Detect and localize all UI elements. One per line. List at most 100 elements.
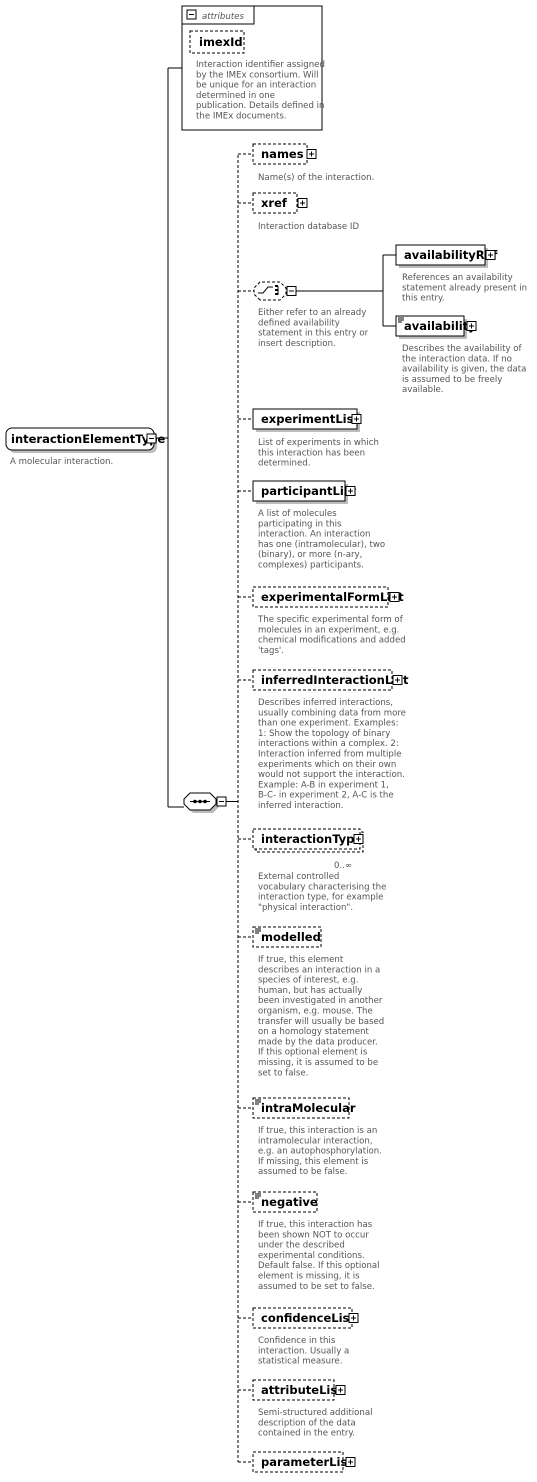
- element-description: molecules in an experiment, e.g.: [258, 625, 399, 635]
- element-description: Describes the availability of: [402, 344, 523, 354]
- element-attributeList-box[interactable]: attributeList: [252, 1379, 343, 1401]
- element-description: If this optional element is: [258, 1048, 368, 1058]
- element-availabilityRef-box[interactable]: availabilityRef: [395, 244, 498, 268]
- attribute-imexId-name: imexId: [199, 35, 243, 49]
- element-names-box[interactable]: names: [252, 143, 308, 165]
- element-experimentalFormList-box[interactable]: experimentalFormList: [252, 586, 404, 608]
- attribute-imexId-box[interactable]: [189, 30, 245, 54]
- element-description: availability is given, the data: [402, 365, 526, 375]
- attributes-group[interactable]: attributes: [181, 5, 323, 131]
- element-experimentList-expand-icon[interactable]: [351, 414, 362, 424]
- element-description: has one (intramolecular), two: [258, 540, 385, 550]
- element-description: If true, this element: [258, 955, 344, 965]
- element-description: transfer will usually be based: [258, 1017, 384, 1027]
- element-xref-expand-icon[interactable]: [297, 198, 308, 208]
- element-description: defined availability: [258, 318, 340, 328]
- element-description: been investigated in another: [258, 996, 383, 1006]
- sequence-collapse-icon[interactable]: [216, 796, 227, 807]
- element-name-label: confidenceList: [261, 1311, 355, 1325]
- element-description: this interaction has been: [258, 448, 365, 458]
- element-name-label: parameterList: [261, 1455, 353, 1469]
- element-availability-box[interactable]: availability: [395, 315, 476, 339]
- element-modelled-box[interactable]: modelled: [252, 926, 322, 948]
- element-xref-box[interactable]: xref: [252, 192, 298, 214]
- element-participantList-box[interactable]: participantList: [252, 480, 357, 504]
- element-intraMolecular-box[interactable]: intraMolecular: [252, 1097, 356, 1119]
- element-description: be unique for an interaction: [196, 81, 316, 91]
- element-name-label: participantList: [261, 484, 357, 498]
- element-description: 1: Show the topology of binary: [258, 729, 390, 739]
- sequence-compositor[interactable]: [183, 792, 219, 813]
- element-description: External controlled: [258, 872, 339, 882]
- element-description: e.g. an autophosphorylation.: [258, 1147, 382, 1157]
- cardinality-label: 0..∞: [334, 861, 352, 871]
- element-description: than one experiment. Examples:: [258, 719, 398, 729]
- element-modelled-simple-type-icon: [255, 928, 261, 934]
- attributes-title: attributes: [202, 12, 244, 22]
- element-description: If true, this interaction has: [258, 1220, 373, 1230]
- element-description: publication. Details defined in: [196, 101, 324, 111]
- element-name-label: experimentalFormList: [261, 590, 404, 604]
- root-description: A molecular interaction.: [10, 457, 113, 467]
- element-description: statement in this entry or: [258, 329, 369, 339]
- element-confidenceList-expand-icon[interactable]: [348, 1313, 359, 1323]
- element-participantList-expand-icon[interactable]: [345, 486, 356, 496]
- element-availability-simple-type-icon: [398, 317, 404, 323]
- element-description: this entry.: [402, 294, 445, 304]
- element-description: experiments which on their own: [258, 760, 396, 770]
- element-description: "physical interaction".: [258, 903, 353, 913]
- element-attributeList-expand-icon[interactable]: [335, 1385, 346, 1395]
- element-description: interaction type, for example: [258, 893, 383, 903]
- element-name-label: experimentList: [261, 412, 359, 426]
- element-description: by the IMEx consortium. Will: [196, 70, 319, 80]
- element-availability-expand-icon[interactable]: [466, 321, 477, 331]
- element-experimentalFormList-expand-icon[interactable]: [389, 592, 400, 602]
- element-availabilityRef-expand-icon[interactable]: [485, 250, 496, 260]
- root-element-name: interactionElementType: [11, 432, 165, 446]
- element-interactionType-expand-icon[interactable]: [353, 834, 364, 844]
- element-negative-simple-type-icon: [255, 1193, 261, 1199]
- element-description: chemical modifications and added: [258, 636, 406, 646]
- element-name-label: attributeList: [261, 1383, 343, 1397]
- element-name-label: intraMolecular: [261, 1101, 356, 1115]
- element-description: Semi-structured additional: [258, 1408, 372, 1418]
- element-description: experimental conditions.: [258, 1251, 365, 1261]
- element-description: contained in the entry.: [258, 1429, 355, 1439]
- element-description: participating in this: [258, 519, 342, 529]
- choice-compositor[interactable]: [253, 281, 287, 301]
- element-names-expand-icon[interactable]: [306, 149, 317, 159]
- element-description: Interaction inferred from multiple: [258, 750, 402, 760]
- element-interactionType-box[interactable]: interactionType: [252, 828, 364, 853]
- element-confidenceList-box[interactable]: confidenceList: [252, 1307, 355, 1329]
- element-description: statistical measure.: [258, 1357, 342, 1367]
- element-experimentList-box[interactable]: experimentList: [252, 408, 360, 432]
- element-name-label: xref: [261, 196, 288, 210]
- element-description: References an availability: [402, 273, 513, 283]
- element-description: assumed to be false.: [258, 1167, 348, 1177]
- root-element-box[interactable]: interactionElementType: [5, 427, 165, 453]
- element-parameterList-expand-icon[interactable]: [345, 1457, 356, 1467]
- element-inferredInteractionList-box[interactable]: inferredInteractionList: [252, 669, 409, 691]
- element-name-label: names: [261, 147, 304, 161]
- element-description: statement already present in: [402, 283, 527, 293]
- element-name-label: availabilityRef: [404, 248, 498, 262]
- element-description: Default false. If this optional: [258, 1261, 380, 1271]
- root-collapse-icon[interactable]: [146, 433, 157, 444]
- element-description: missing, it is assumed to be: [258, 1058, 378, 1068]
- element-parameterList-box[interactable]: parameterList: [252, 1451, 353, 1473]
- element-description: intramolecular interaction,: [258, 1136, 373, 1146]
- element-intraMolecular-simple-type-icon: [255, 1099, 261, 1105]
- element-description: inferred interaction.: [258, 801, 344, 811]
- element-description: Example: A-B in experiment 1,: [258, 780, 389, 790]
- element-negative-box[interactable]: negative: [252, 1191, 318, 1213]
- element-inferredInteractionList-expand-icon[interactable]: [392, 675, 403, 685]
- element-name-label: interactionType: [261, 832, 362, 846]
- element-description: on a homology statement: [258, 1027, 370, 1037]
- element-description: assumed to be set to false.: [258, 1282, 375, 1292]
- choice-collapse-icon[interactable]: [286, 286, 297, 296]
- attributes-collapse-icon[interactable]: [186, 9, 197, 20]
- element-description: element is missing, it is: [258, 1272, 360, 1282]
- element-description: species of interest, e.g.: [258, 976, 358, 986]
- element-description: vocabulary characterising the: [258, 882, 386, 892]
